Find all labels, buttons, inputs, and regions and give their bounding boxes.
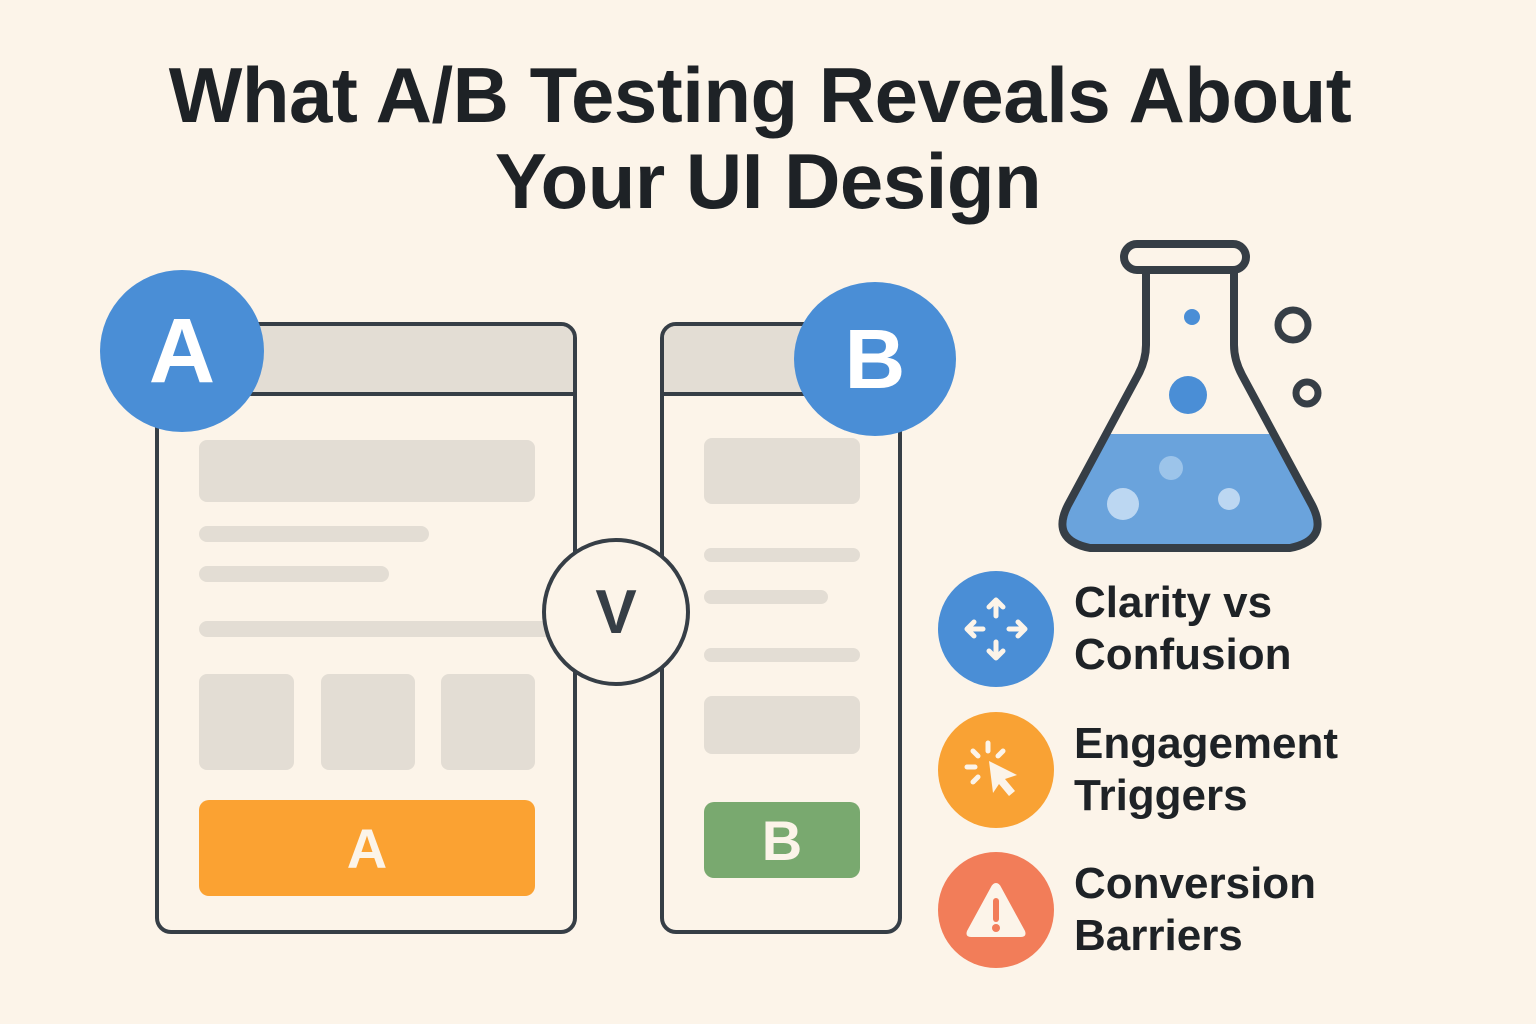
- page-title: What A/B Testing Reveals About Your UI D…: [0, 52, 1536, 224]
- flask-rim: [1120, 240, 1250, 274]
- feature-title-line-1: Engagement: [1074, 719, 1339, 768]
- warning-icon: [966, 883, 1026, 937]
- feature-title-line-2: Confusion: [1074, 630, 1292, 679]
- flask-icon: [1058, 240, 1322, 552]
- feature-clarity: Clarity vs Confusion: [938, 571, 1292, 687]
- variant-a-card: [441, 674, 535, 770]
- feature-title-line-1: Conversion: [1074, 859, 1317, 908]
- feature-engagement: Engagement Triggers: [938, 712, 1338, 828]
- variant-a-text-line: [199, 526, 429, 542]
- variant-a-card: [321, 674, 415, 770]
- variant-b-text-line: [704, 648, 860, 662]
- variant-a-text-line: [199, 566, 389, 582]
- bubble: [1159, 456, 1183, 480]
- variant-b-cta-button[interactable]: B: [704, 802, 860, 878]
- bubble: [1184, 309, 1200, 325]
- bubble: [1107, 488, 1139, 520]
- variant-b-badge: B: [794, 282, 956, 436]
- feature-conversion: Conversion Barriers: [938, 852, 1316, 968]
- feature-title-line-2: Triggers: [1074, 771, 1248, 820]
- liquid: [1062, 434, 1318, 548]
- floating-bubble: [1274, 306, 1312, 344]
- versus-badge: V: [542, 538, 690, 686]
- variant-b-text-line: [704, 590, 828, 604]
- title-line-1: What A/B Testing Reveals About: [168, 51, 1352, 139]
- variant-b-content-block: [704, 696, 860, 754]
- feature-icon-circle: [938, 852, 1054, 968]
- variant-a-cta-button[interactable]: A: [199, 800, 535, 896]
- variant-b-text-line: [704, 548, 860, 562]
- bubble: [1218, 488, 1240, 510]
- feature-icon-circle: [938, 571, 1054, 687]
- flask-outline: [1058, 268, 1322, 552]
- floating-bubble: [1292, 378, 1322, 408]
- feature-icon-circle: [938, 712, 1054, 828]
- click-cursor-icon: [964, 740, 1017, 796]
- variant-a-card: [199, 674, 294, 770]
- title-line-2: Your UI Design: [494, 137, 1042, 225]
- variant-a-hero-block: [199, 440, 535, 502]
- feature-title-line-2: Barriers: [1074, 911, 1243, 960]
- move-arrows-icon: [964, 597, 1028, 661]
- variant-a-text-line: [199, 621, 559, 637]
- feature-title-line-1: Clarity vs: [1074, 578, 1273, 627]
- bubble: [1169, 376, 1207, 414]
- variant-a-badge: A: [100, 270, 264, 432]
- variant-b-hero-block: [704, 438, 860, 504]
